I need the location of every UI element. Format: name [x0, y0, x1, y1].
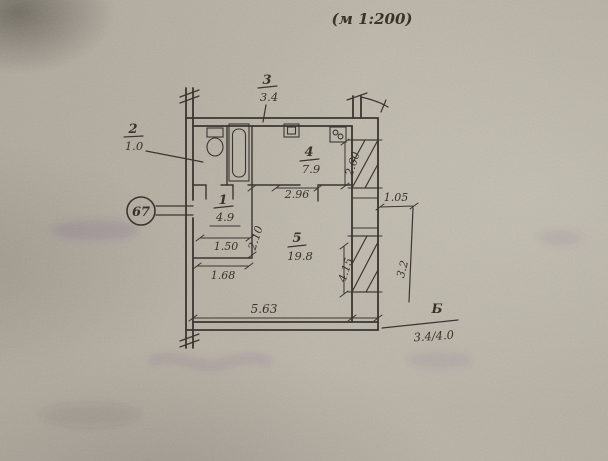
dim-closet-b: 1.68: [211, 269, 236, 282]
room-5-area: 19.8: [287, 249, 313, 263]
dim-offset-right: 1.05: [384, 191, 409, 204]
sink-symbol: [283, 123, 300, 138]
ink-bleed-marks: [40, 220, 582, 427]
dim-kitchen-width: 2.96: [284, 188, 310, 201]
dimension-lines: [188, 138, 419, 322]
interior-partitions: [192, 125, 353, 259]
dim-overall-width: 5.63: [251, 302, 278, 316]
plan-annotations: (м 1:200) 67 3 3.4 2 1.0 1 4.9 4 7.9 5 1…: [125, 10, 455, 344]
section-letter: Б: [430, 302, 442, 317]
apartment-number-circle: [126, 196, 156, 226]
toilet-symbol: [206, 127, 224, 157]
wall-break-marks: [179, 89, 389, 348]
room-1-area: 4.9: [215, 210, 234, 224]
room-4-area: 7.9: [302, 162, 320, 176]
scale-note: (м 1:200): [332, 10, 413, 28]
room-3-number: 3: [262, 73, 271, 88]
room-4-number: 4: [304, 145, 313, 160]
dim-balcony-depth: 3.2: [394, 259, 411, 279]
room-2-number: 2: [127, 122, 137, 137]
room-1-number: 1: [218, 193, 227, 208]
section-ratio: 3.4/4.0: [413, 328, 454, 345]
window-sill-ticks: [347, 139, 383, 293]
room-2-area: 1.0: [125, 139, 143, 153]
bathtub-symbol: [228, 123, 250, 182]
room-3-area: 3.4: [260, 90, 278, 104]
stove-symbol: [329, 126, 347, 143]
plan-linework: [123, 85, 459, 349]
room-5-number: 5: [292, 231, 301, 246]
apartment-number: 67: [132, 205, 150, 220]
dim-closet-a: 1.50: [214, 240, 239, 253]
leader-lines: [123, 85, 459, 329]
